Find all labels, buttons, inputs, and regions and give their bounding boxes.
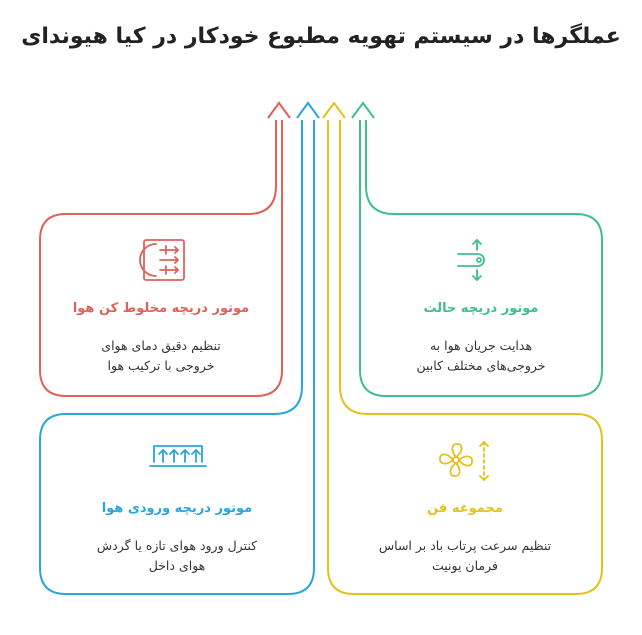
fan-icon: [439, 441, 489, 481]
mix-arrow-head: [267, 101, 291, 119]
fan-card: مجموعه فن: [328, 501, 602, 516]
mode-card-title: موتور دریچه حالت: [423, 301, 539, 316]
mode-card: موتور دریچه حالت: [360, 301, 602, 316]
intake-card-title: موتور دریچه ورودی هوا: [101, 501, 253, 516]
mix-card-desc: تنظیم دقیق دمای هوای خروجی با ترکیب هوا: [40, 336, 282, 376]
mode-arrow-head: [351, 101, 375, 119]
fan-card-desc-line2: فرمان یونیت: [432, 558, 498, 573]
mode-card-desc: هدایت جریان هوا به خروجی‌های مختلف کابین: [360, 336, 602, 376]
fan-card-title: مجموعه فن: [427, 501, 503, 516]
intake-card: موتور دریچه ورودی هوا: [40, 501, 314, 516]
fan-card-desc: تنظیم سرعت پرتاب باد بر اساس فرمان یونیت: [328, 536, 602, 576]
mix-card-title: موتور دریچه مخلوط کن هوا: [72, 301, 250, 316]
fan-card-desc-line1: تنظیم سرعت پرتاب باد بر اساس: [378, 538, 552, 553]
mode-card-outline: [359, 120, 603, 397]
page-title: عملگرها در سیستم تهویه مطبوع خودکار در ک…: [21, 24, 621, 49]
mix-card-desc-line1: تنظیم دقیق دمای هوای: [101, 338, 221, 353]
intake-card-desc-line1: کنترل ورود هوای تازه یا گردش: [96, 538, 258, 553]
mode-card-desc-line1: هدایت جریان هوا به: [429, 338, 533, 353]
mix-card: موتور دریچه مخلوط کن هوا: [40, 301, 282, 316]
intake-card-outline: [39, 120, 315, 595]
intake-arrow-head: [296, 101, 320, 119]
intake-card-desc-line2: هوای داخل: [148, 558, 206, 573]
mode-door-icon: [457, 239, 485, 281]
fan-card-outline: [327, 120, 603, 595]
mix-card-desc-line2: خروجی با ترکیب هوا: [107, 358, 215, 373]
fan-arrow-head: [322, 101, 346, 119]
intake-card-desc: کنترل ورود هوای تازه یا گردش هوای داخل: [40, 536, 314, 576]
air-mix-door-icon: [139, 239, 185, 281]
mix-card-outline: [39, 120, 283, 397]
air-intake-icon: [149, 445, 207, 467]
mode-card-desc-line2: خروجی‌های مختلف کابین: [416, 358, 546, 373]
